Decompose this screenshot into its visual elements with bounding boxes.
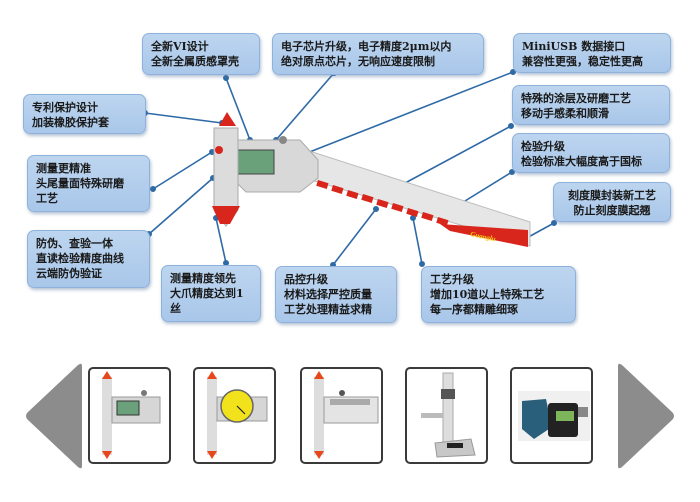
callout-inspection: 检验升级 检验标准大幅度高于国标 <box>512 133 670 173</box>
logo-mark <box>215 146 223 154</box>
chevron-right-icon[interactable] <box>618 363 674 469</box>
callout-text: MiniUSB 数据接口 <box>522 40 626 53</box>
callout-text: 品控升级 <box>284 273 328 286</box>
carousel-item-vernier-caliper[interactable] <box>300 367 383 464</box>
height-gauge-icon <box>421 372 476 458</box>
callout-text: 工艺升级 <box>430 273 474 286</box>
callout-text: 工艺 <box>36 192 58 205</box>
callout-text: 材料选择严控质量 <box>284 288 372 301</box>
callout-text: 兼容性更强，稳定性更高 <box>522 55 643 68</box>
callout-qc: 品控升级 材料选择严控质量 工艺处理精益求精 <box>275 266 397 323</box>
jaw-tip-top <box>219 112 236 126</box>
callout-text: 大爪精度达到1 <box>170 287 244 300</box>
callout-text: 全新全属质感罩壳 <box>151 55 239 68</box>
carousel-prev-button[interactable] <box>24 362 84 470</box>
callout-text: 测量精度领先 <box>170 272 236 285</box>
callout-text: 云端防伪验证 <box>36 267 102 280</box>
vernier-caliper-icon <box>314 371 379 459</box>
callout-text: 专利保护设计 <box>32 101 98 114</box>
chevron-left-icon[interactable] <box>26 363 82 469</box>
carousel-item-digital-micrometer[interactable] <box>510 367 593 464</box>
carousel-item-digital-caliper[interactable] <box>88 367 171 464</box>
lcd-display <box>237 149 275 175</box>
leader-line-usb <box>306 71 514 154</box>
digital-micrometer-icon <box>518 391 590 441</box>
callout-anti-fake: 防伪、查验一体 直读检验精度曲线 云端防伪验证 <box>27 230 150 288</box>
brand-band <box>440 224 528 247</box>
callout-text: 移动手感柔和顺滑 <box>521 107 609 120</box>
leader-line-craft <box>412 217 423 265</box>
carousel-next-button[interactable] <box>616 362 676 470</box>
callout-text: 特殊的涂层及研磨工艺 <box>521 92 631 105</box>
callout-text: 加装橡胶保护套 <box>32 116 109 129</box>
callout-accuracy: 测量精度领先 大爪精度达到1 丝 <box>161 265 261 322</box>
callout-scale-film: 刻度膜封装新工艺 防止刻度膜起翘 <box>553 182 671 222</box>
callout-text: 工艺处理精益求精 <box>284 303 372 316</box>
callout-text: 刻度膜封装新工艺 <box>568 189 656 202</box>
lock-screw <box>279 136 287 144</box>
callout-text: 防伪、查验一体 <box>36 237 113 250</box>
leader-line-anti-fake <box>148 177 214 235</box>
callout-craft: 工艺升级 增加10道以上特殊工艺 每一序都精雕细琢 <box>421 266 576 323</box>
callout-coating: 特殊的涂层及研磨工艺 移动手感柔和顺滑 <box>512 85 670 125</box>
callout-text: 检验标准大幅度高于国标 <box>521 155 642 168</box>
leader-line-patent <box>144 112 223 124</box>
callout-patent: 专利保护设计 加装橡胶保护套 <box>23 94 146 134</box>
leader-line-vi <box>225 77 251 141</box>
callout-usb: MiniUSB 数据接口 兼容性更强，稳定性更高 <box>513 33 671 73</box>
carousel-item-height-gauge[interactable] <box>405 367 488 464</box>
leader-line-precise <box>152 151 213 190</box>
callout-text: 电子芯片升级，电子精度2μm以内 <box>281 40 452 53</box>
leader-line-qc <box>332 208 377 266</box>
carousel-item-dial-caliper[interactable] <box>193 367 276 464</box>
callout-chip: 电子芯片升级，电子精度2μm以内 绝对原点芯片，无响应速度限制 <box>272 33 484 75</box>
digital-caliper-icon <box>102 371 161 459</box>
callout-text: 丝 <box>170 302 181 315</box>
jaw-tip-bottom <box>212 206 240 224</box>
callout-text: 测量更精准 <box>36 162 91 175</box>
dial-caliper-icon <box>207 371 268 459</box>
callout-text: 头尾量面特殊研磨 <box>36 177 124 190</box>
callout-text: 防止刻度膜起翘 <box>573 204 651 217</box>
leader-line-chip <box>275 72 335 141</box>
callout-vi-design: 全新VI设计 全新全属质感罩壳 <box>142 33 260 75</box>
callout-text: 增加10道以上特殊工艺 <box>430 288 545 301</box>
callout-text: 绝对原点芯片，无响应速度限制 <box>281 55 435 68</box>
callout-text: 全新VI设计 <box>151 40 209 53</box>
callout-precise: 测量更精准 头尾量面特殊研磨 工艺 <box>27 155 150 212</box>
leader-line-accuracy <box>215 217 227 264</box>
callout-text: 检验升级 <box>521 140 565 153</box>
callout-text: 每一序都精雕细琢 <box>430 303 518 316</box>
callout-text: 直读检验精度曲线 <box>36 252 124 265</box>
leader-line-coating <box>393 125 512 190</box>
scale-marks <box>316 180 449 226</box>
